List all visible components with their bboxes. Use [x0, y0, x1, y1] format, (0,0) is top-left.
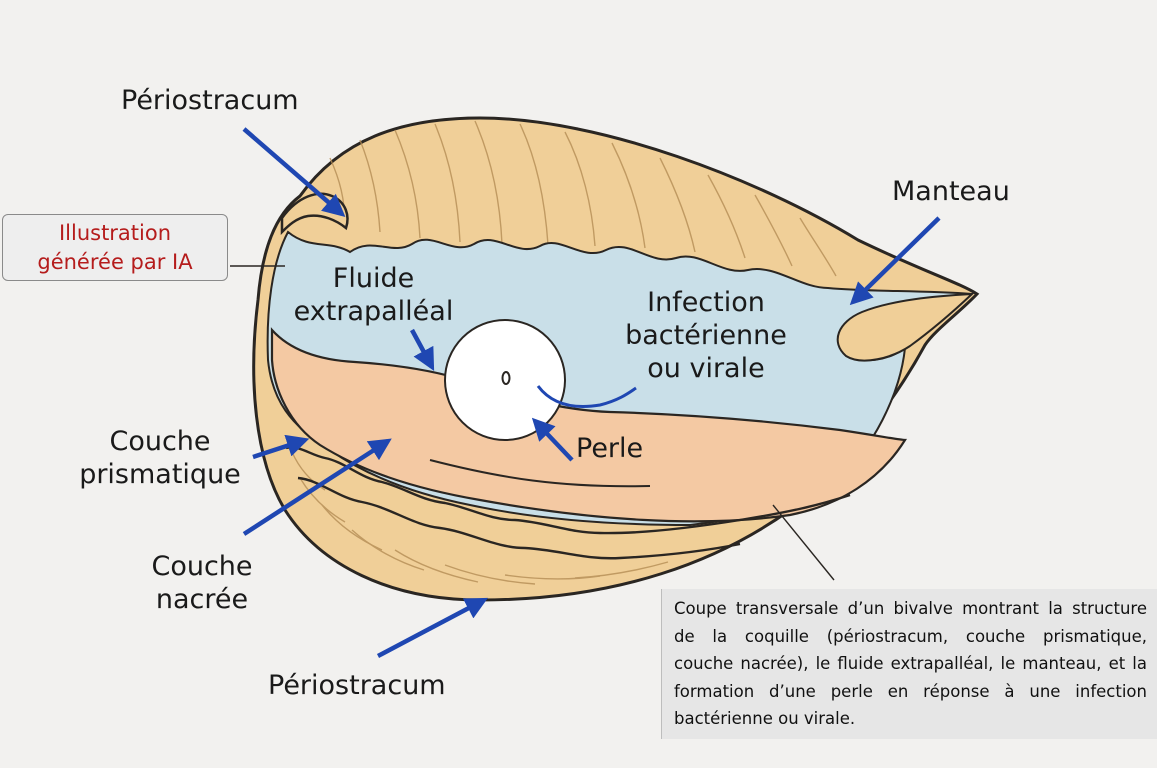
arrow-fluide: [410, 328, 435, 371]
label-periostracum-bottom: Périostracum: [268, 670, 446, 701]
ai-generated-badge: Illustration générée par IA: [2, 214, 228, 281]
label-fluide-line2: extrapalléal: [293, 296, 454, 327]
arrow-manteau: [849, 216, 941, 306]
shell-ridges: [291, 120, 837, 585]
label-infection: Infection bactérienne ou virale: [606, 286, 806, 385]
infection-curve: [536, 385, 637, 408]
label-infection-line3: ou virale: [647, 353, 765, 384]
arrow-periostracum-top: [242, 127, 346, 217]
label-couche-nacree-line1: Couche: [151, 551, 253, 582]
label-fluide-line1: Fluide: [332, 263, 415, 294]
label-infection-line1: Infection: [647, 287, 765, 318]
inner-mantle-edge: [429, 459, 651, 488]
label-couche-prismatique: Couche prismatique: [70, 425, 250, 491]
label-couche-prismatique-line1: Couche: [109, 426, 211, 457]
label-couche-nacree-line2: nacrée: [155, 584, 249, 615]
arrow-periostracum-bottom: [376, 597, 488, 658]
label-infection-line2: bactérienne: [625, 320, 787, 351]
caption-text: Coupe transversale d’un bivalve montrant…: [674, 599, 1147, 728]
ai-badge-line1: Illustration: [58, 220, 172, 245]
label-fluide-extrapalleal: Fluide extrapalléal: [281, 262, 466, 328]
label-perle: Perle: [576, 433, 644, 464]
label-manteau: Manteau: [892, 176, 1010, 207]
arrow-couche-nacree: [242, 438, 392, 536]
label-couche-prismatique-line2: prismatique: [79, 459, 241, 490]
mantle-fold: [836, 292, 975, 362]
lower-shell-edge-1: [285, 446, 851, 535]
caption-box: Coupe transversale d’un bivalve montrant…: [661, 589, 1157, 739]
arrow-perle: [531, 417, 574, 462]
pearl-nucleus: [501, 371, 511, 385]
pearl: [444, 319, 566, 441]
arrow-couche-prismatique: [252, 434, 310, 460]
ai-badge-line2: générée par IA: [37, 249, 193, 274]
lower-shell-edge-2: [297, 476, 741, 560]
label-periostracum-top: Périostracum: [121, 85, 299, 116]
arrows: [242, 127, 941, 658]
caption-leader-line: [772, 504, 835, 581]
label-couche-nacree: Couche nacrée: [137, 550, 267, 616]
